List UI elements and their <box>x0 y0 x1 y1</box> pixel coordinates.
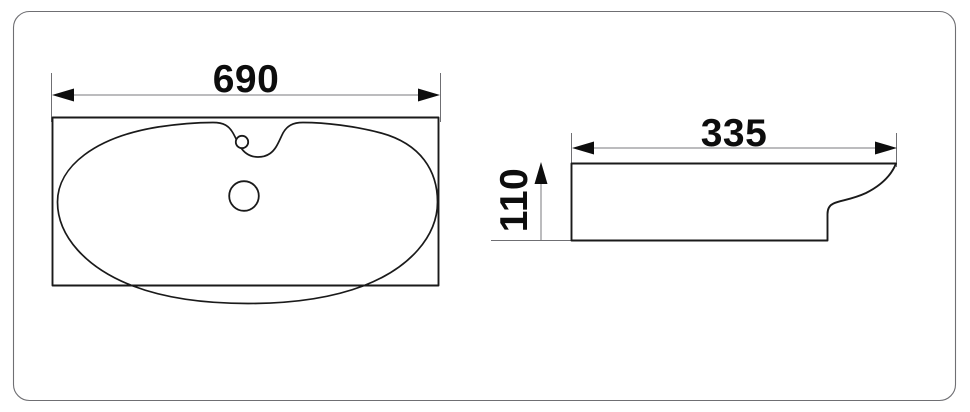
arrow-head-up <box>534 162 548 184</box>
drawing-frame-border <box>12 10 957 402</box>
faucet-hole <box>234 134 250 150</box>
basin-oval-outline <box>56 121 439 305</box>
dimension-label-depth: 335 <box>701 112 768 155</box>
dimension-label-width: 690 <box>213 58 280 101</box>
drain-hole <box>228 180 260 212</box>
arrow-head-side-left <box>572 141 594 155</box>
arrow-head-side-right <box>875 141 897 155</box>
top-view-group: 690 <box>51 58 441 305</box>
side-profile-body <box>570 162 897 242</box>
arrow-head-left <box>52 88 74 102</box>
side-view-group: 335 110 <box>491 112 897 242</box>
arrow-head-right <box>418 88 440 102</box>
dimension-label-height: 110 <box>493 168 536 232</box>
